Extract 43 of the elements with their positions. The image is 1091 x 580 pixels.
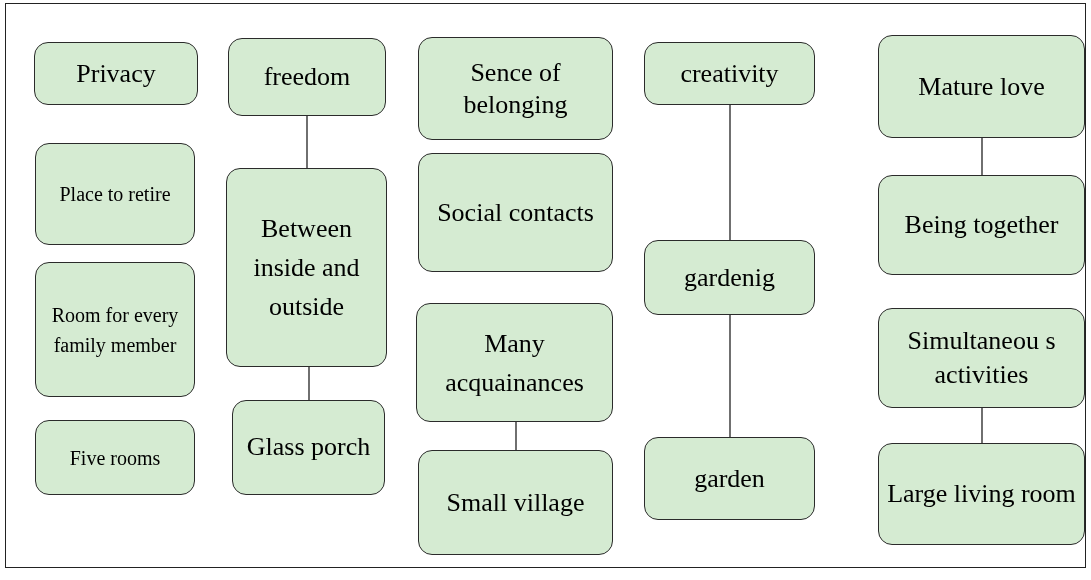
concept-box [34, 42, 198, 105]
concept-box [228, 38, 386, 116]
concept-label: Simultaneou s activities [906, 325, 1057, 391]
concept-box [644, 240, 815, 315]
concept-box [35, 420, 195, 495]
concept-label: creativity [680, 57, 779, 90]
concept-label: Place to retire [59, 182, 171, 207]
connector-line [981, 137, 983, 176]
concept-box [644, 437, 815, 520]
concept-box [418, 37, 613, 140]
concept-box [416, 303, 613, 422]
concept-label: Many acquainances [444, 327, 585, 399]
concept-label: Glass porch [246, 431, 371, 464]
concept-label: Social contacts [437, 196, 594, 229]
concept-label: Privacy [76, 57, 156, 90]
concept-box [418, 450, 613, 555]
connector-line [981, 407, 983, 444]
concept-box [644, 42, 815, 105]
concept-label: Large living room [887, 477, 1076, 510]
connector-line [515, 421, 517, 451]
concept-label: Mature love [918, 70, 1045, 103]
connector-line [729, 314, 731, 438]
concept-label: garden [694, 462, 765, 495]
concept-label: Being together [904, 210, 1059, 240]
concept-box [35, 262, 195, 397]
concept-box [878, 35, 1085, 138]
connector-line [306, 115, 308, 169]
concept-label: Sence of belonging [462, 57, 569, 120]
concept-label: Five rooms [69, 445, 161, 470]
connector-line [308, 366, 310, 401]
concept-box [35, 143, 195, 245]
concept-box [232, 400, 385, 495]
concept-box [418, 153, 613, 272]
concept-label: freedom [263, 61, 351, 93]
connector-line [729, 104, 731, 241]
concept-label: Room for every family member [50, 302, 180, 359]
concept-label: gardenig [684, 261, 775, 294]
concept-label: Between inside and outside [252, 213, 361, 323]
concept-box [226, 168, 387, 367]
concept-box [878, 443, 1085, 545]
concept-box [878, 175, 1085, 275]
concept-box [878, 308, 1085, 408]
concept-label: Small village [446, 486, 585, 519]
